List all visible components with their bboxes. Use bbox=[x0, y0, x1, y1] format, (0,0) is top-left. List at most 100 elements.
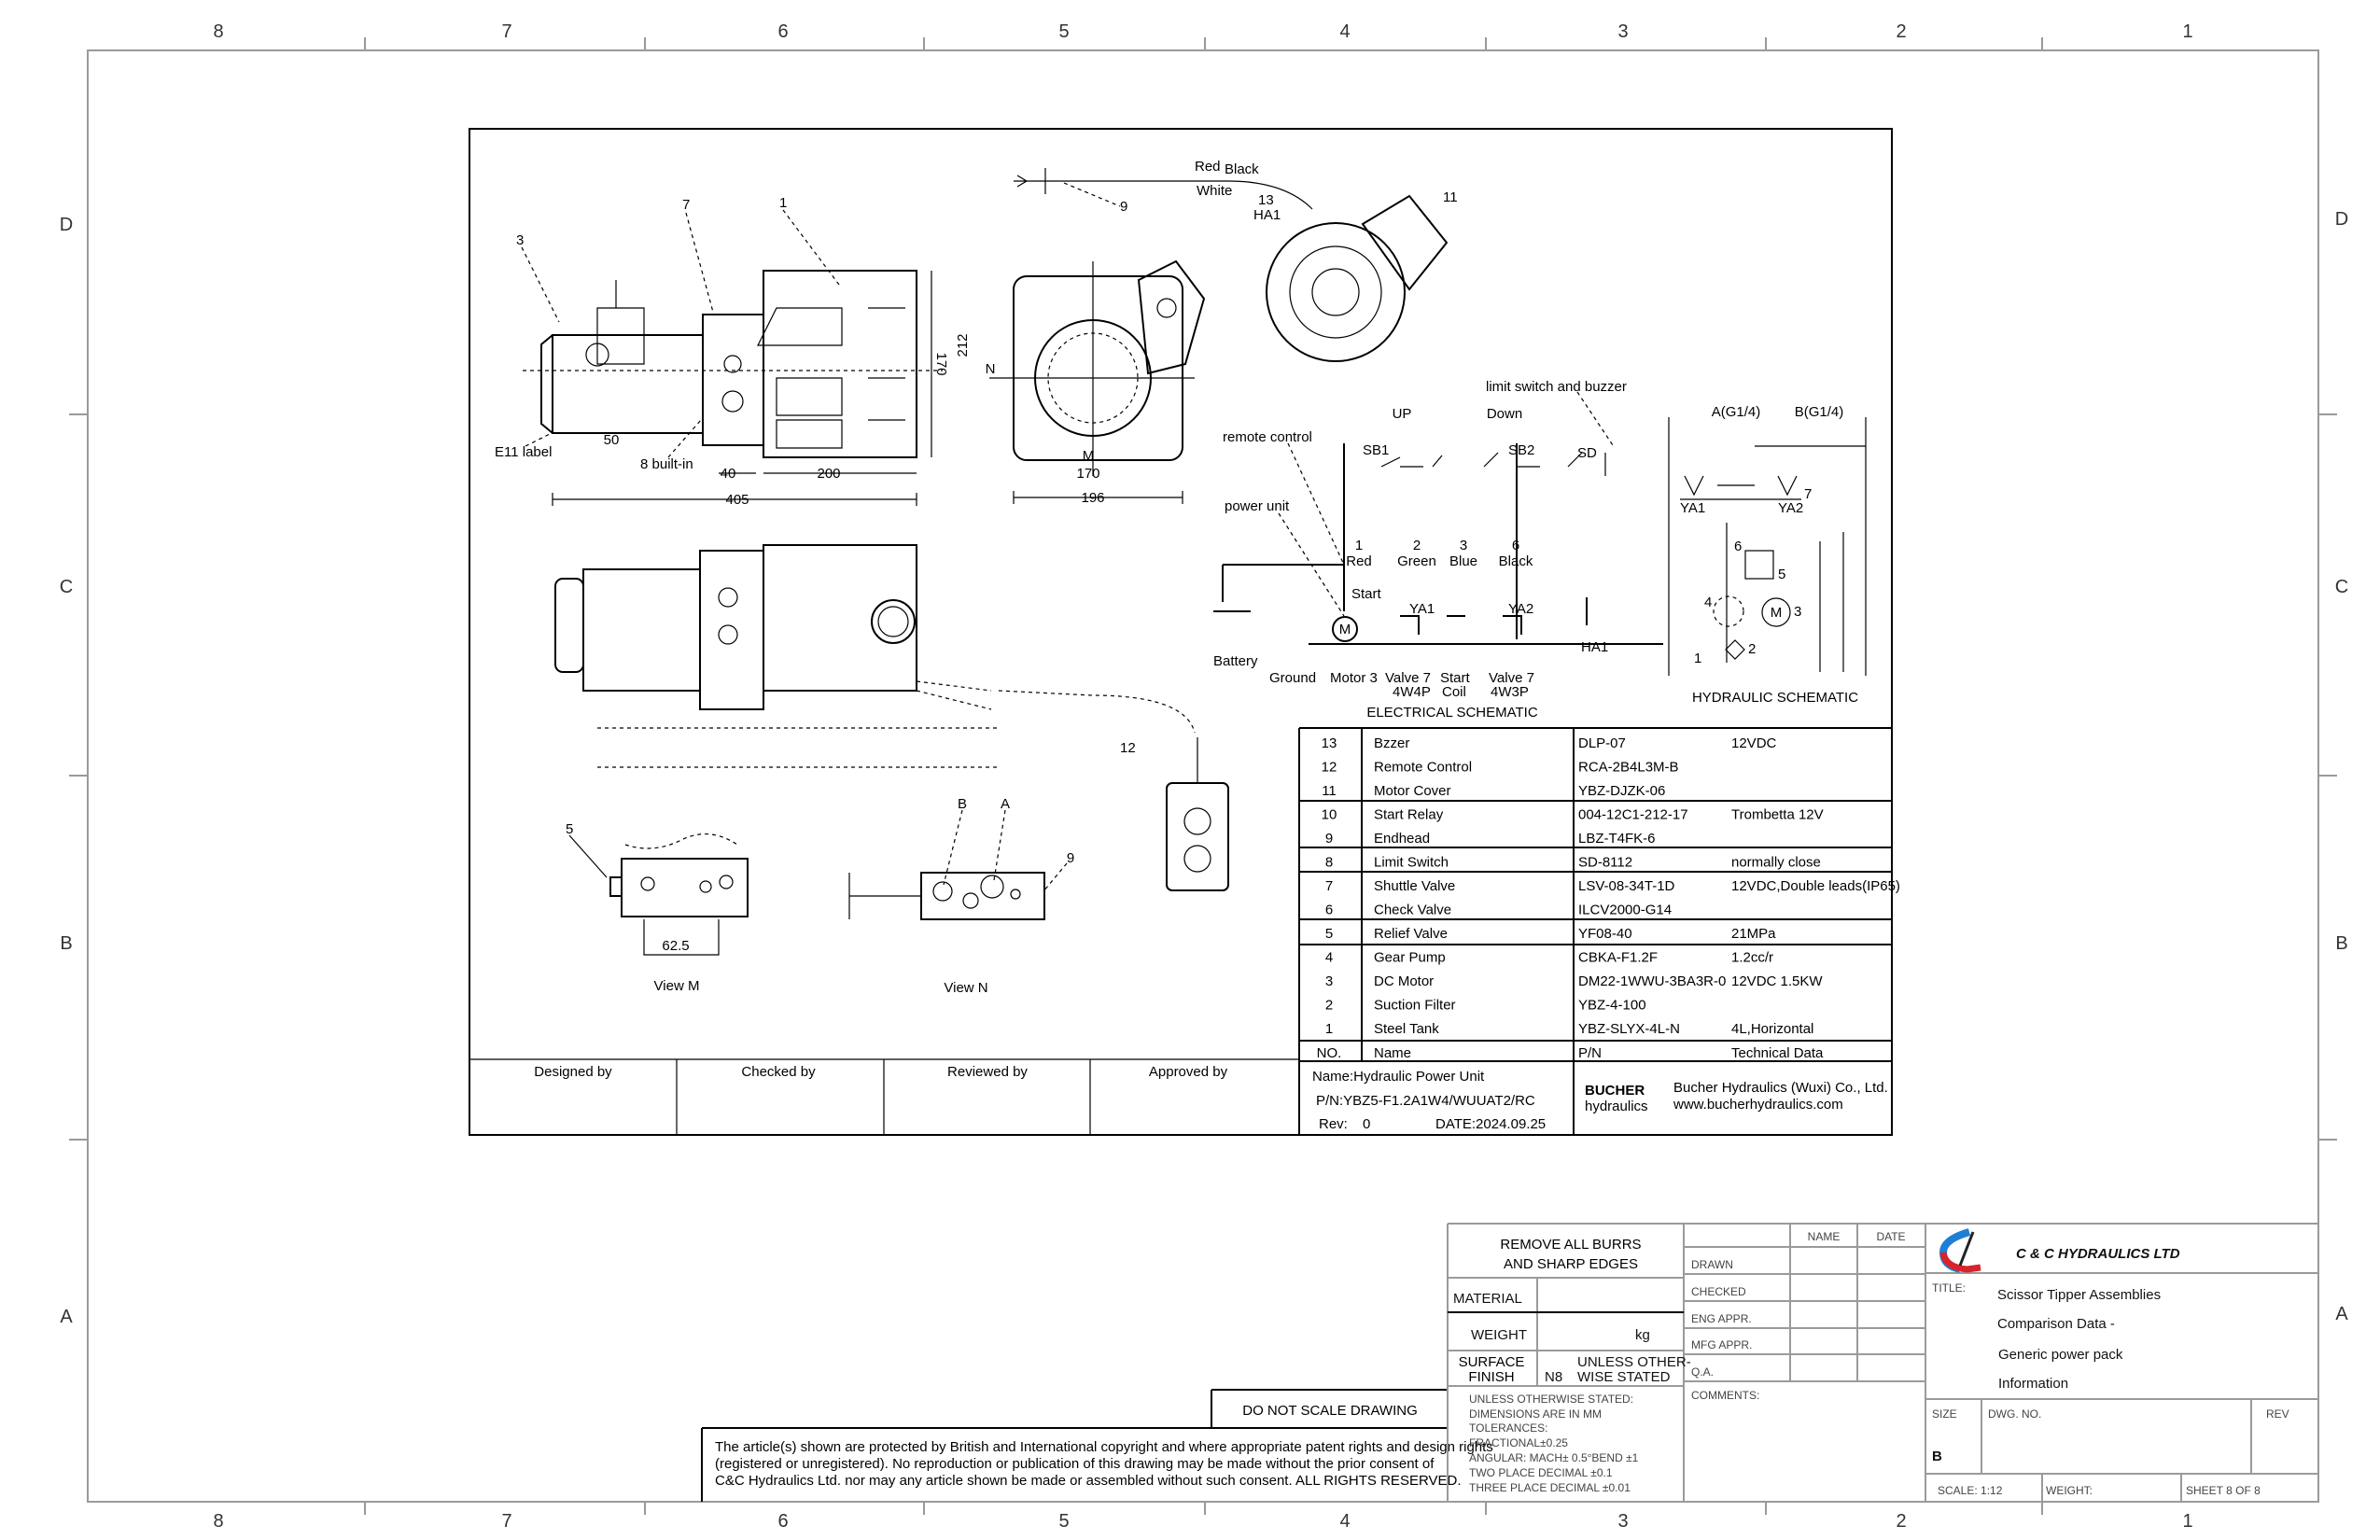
title-line: Generic power pack bbox=[1998, 1347, 2123, 1363]
approved-by: Approved by bbox=[1149, 1064, 1228, 1080]
callout-12: 12 bbox=[1120, 740, 1136, 756]
callout-3: 3 bbox=[516, 232, 524, 248]
part-name: Remote Control bbox=[1374, 760, 1472, 776]
zone-row: D bbox=[2335, 209, 2348, 230]
approval-checked: CHECKED bbox=[1691, 1285, 1746, 1298]
hyd-ya2: YA2 bbox=[1778, 500, 1803, 516]
part-name: DC Motor bbox=[1374, 973, 1434, 989]
terminal-number: 1 bbox=[1355, 538, 1363, 553]
zone-col: 3 bbox=[1617, 1511, 1628, 1532]
part-no: 7 bbox=[1325, 878, 1333, 894]
part-pn: CBKA-F1.2F bbox=[1578, 950, 1658, 966]
zone-row: D bbox=[60, 215, 73, 235]
front-m: M bbox=[1083, 448, 1095, 464]
part-pn: ILCV2000-G14 bbox=[1578, 903, 1672, 918]
wire-black: Black bbox=[1225, 161, 1259, 177]
surface-label: SURFACE bbox=[1459, 1354, 1525, 1370]
part-name: Bzzer bbox=[1374, 735, 1409, 751]
zone-col: 6 bbox=[777, 1511, 788, 1532]
wire-white: White bbox=[1197, 183, 1232, 199]
part-tech: 12VDC,Double leads(IP65) bbox=[1731, 878, 1900, 894]
part-no: 3 bbox=[1325, 973, 1333, 989]
hydraulic-schematic: A(G1/4) B(G1/4) YA1 YA2 7 6 5 4 M 3 2 1 … bbox=[1668, 404, 1867, 706]
approval-eng: ENG APPR. bbox=[1691, 1312, 1752, 1325]
terminal-number: 3 bbox=[1460, 538, 1467, 553]
part-pn: DM22-1WWU-3BA3R-0 bbox=[1578, 973, 1726, 989]
part-tech: 1.2cc/r bbox=[1731, 950, 1773, 966]
title-block: DO NOT SCALE DRAWING The article(s) show… bbox=[701, 1223, 2318, 1502]
tolerance-line: ANGULAR: MACH± 0.5°BEND ±1 bbox=[1469, 1451, 1639, 1464]
weight-unit: kg bbox=[1635, 1327, 1650, 1343]
label-motor3: Motor 3 bbox=[1330, 670, 1378, 686]
approval-qa: Q.A. bbox=[1691, 1365, 1714, 1379]
callout-11: 11 bbox=[1443, 189, 1458, 205]
label-power-unit: power unit bbox=[1225, 498, 1290, 514]
label-ya1: YA1 bbox=[1409, 601, 1435, 617]
label-limit-switch: limit switch and buzzer bbox=[1486, 379, 1627, 395]
parts-table-row: 7 Shuttle Valve LSV-08-34T-1D 12VDC,Double … bbox=[1325, 878, 1900, 894]
part-no: 6 bbox=[1325, 903, 1333, 918]
zone-col: 5 bbox=[1058, 1511, 1069, 1532]
label-4w4p: 4W4P bbox=[1393, 684, 1431, 700]
reviewed-by: Reviewed by bbox=[947, 1064, 1028, 1080]
callout-7: 7 bbox=[682, 197, 690, 213]
title-line: Scissor Tipper Assemblies bbox=[1997, 1287, 2161, 1303]
hyd-ya1: YA1 bbox=[1680, 500, 1705, 516]
terminal-number: 2 bbox=[1413, 538, 1421, 553]
view-m-label: View M bbox=[654, 978, 700, 994]
front-n: N bbox=[986, 361, 996, 377]
builtin-label: 8 built-in bbox=[640, 456, 693, 472]
zone-row: B bbox=[60, 933, 72, 954]
callout-9: 9 bbox=[1120, 199, 1127, 215]
zone-col: 1 bbox=[2182, 1511, 2192, 1532]
header-no: NO. bbox=[1317, 1045, 1342, 1061]
zone-row: A bbox=[2335, 1304, 2348, 1324]
bottom-view: 12 bbox=[554, 544, 1229, 891]
label-start: Start bbox=[1351, 586, 1382, 602]
label-battery: Battery bbox=[1213, 653, 1258, 669]
tolerance-line: UNLESS OTHERWISE STATED: bbox=[1469, 1393, 1633, 1406]
callout-b: B bbox=[958, 796, 967, 812]
vendor-url: www.bucherhydraulics.com bbox=[1673, 1097, 1843, 1113]
part-name: Start Relay bbox=[1374, 807, 1444, 823]
dim-40: 40 bbox=[721, 466, 736, 482]
callout-a: A bbox=[1001, 796, 1010, 812]
view-m-dim: 62.5 bbox=[662, 938, 689, 954]
designed-by: Designed by bbox=[534, 1064, 612, 1080]
dim-212: 212 bbox=[955, 333, 971, 357]
burrs-line-2: AND SHARP EDGES bbox=[1504, 1256, 1638, 1272]
label-sd: SD bbox=[1577, 445, 1597, 461]
date-column: DATE bbox=[1876, 1230, 1905, 1243]
zone-labels-top: 8 7 6 5 4 3 2 1 bbox=[213, 21, 2192, 42]
do-not-scale: DO NOT SCALE DRAWING bbox=[1242, 1403, 1418, 1419]
zone-col: 2 bbox=[1896, 21, 1906, 42]
part-name: Relief Valve bbox=[1374, 926, 1448, 942]
terminal-color: Red bbox=[1346, 553, 1372, 569]
e11-label: E11 label bbox=[495, 444, 552, 460]
part-no: 12 bbox=[1322, 760, 1337, 776]
name-column: NAME bbox=[1808, 1230, 1841, 1243]
checked-by: Checked by bbox=[741, 1064, 816, 1080]
tolerance-line: TOLERANCES: bbox=[1469, 1421, 1547, 1435]
dwg-no-label: DWG. NO. bbox=[1988, 1407, 2041, 1421]
zone-ticks bbox=[69, 37, 2337, 1515]
bucher-logo: BUCHER bbox=[1585, 1083, 1645, 1099]
part-pn: LSV-08-34T-1D bbox=[1578, 878, 1675, 894]
view-n: B A 9 View N bbox=[848, 796, 1074, 996]
front-view: M N 170 196 bbox=[986, 259, 1206, 506]
zone-col: 3 bbox=[1617, 21, 1628, 42]
size-value: B bbox=[1932, 1449, 1942, 1464]
zone-col: 8 bbox=[213, 1511, 223, 1532]
bucher-logo-sub: hydraulics bbox=[1585, 1099, 1648, 1114]
part-name: Shuttle Valve bbox=[1374, 878, 1455, 894]
zone-row: C bbox=[2335, 577, 2348, 597]
part-no: 11 bbox=[1322, 783, 1337, 799]
